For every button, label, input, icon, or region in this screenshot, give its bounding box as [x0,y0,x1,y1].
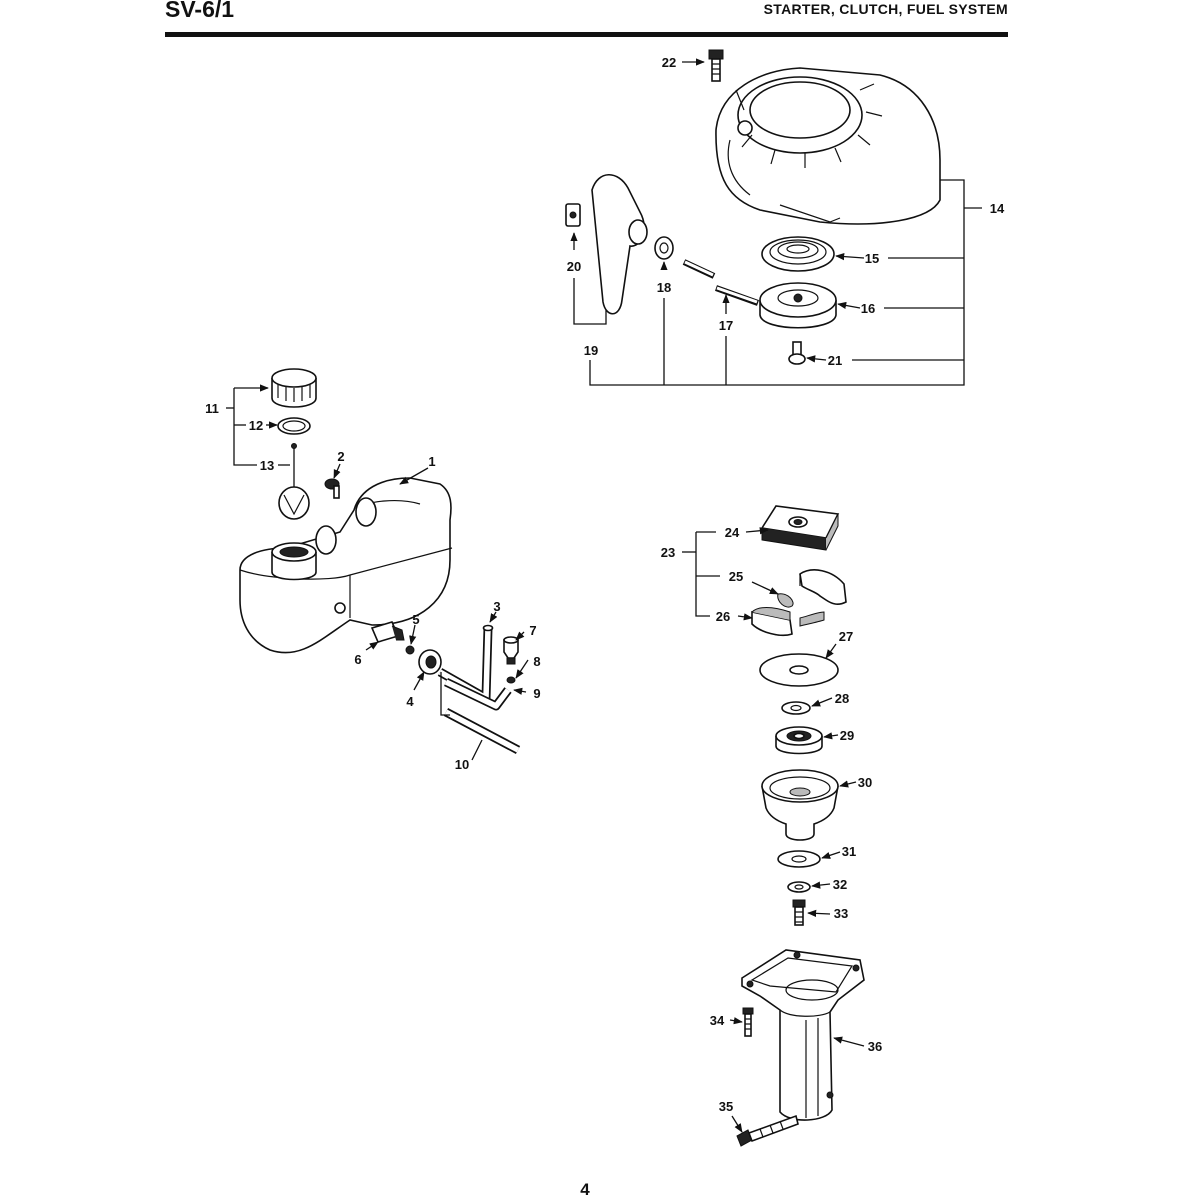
callout-33: 33 [834,906,848,921]
part-21-screw [788,341,806,365]
callout-20: 20 [567,259,581,274]
part-6-fitting [370,621,405,643]
callout-7: 7 [529,623,536,638]
callout-1: 1 [428,454,435,469]
part-34-bolt [742,1007,754,1037]
callout-29: 29 [840,728,854,743]
callout-16: 16 [861,301,875,316]
callout-12: 12 [249,418,263,433]
fuel-system-group [239,368,521,754]
part-31-washer [777,850,821,868]
clutch-leader-lines [682,527,865,1133]
callout-25: 25 [729,569,743,584]
callout-35: 35 [719,1099,733,1114]
callout-3: 3 [493,599,500,614]
fuel-leader-lines [226,384,529,761]
callout-6: 6 [354,652,361,667]
part-7-strainer [503,636,519,665]
part-8-ring [506,676,516,684]
callout-28: 28 [835,691,849,706]
callout-30: 30 [858,775,872,790]
part-15-recoil-spring [761,236,835,272]
callout-5: 5 [412,612,419,627]
clutch-group [736,505,865,1147]
page-number: 4 [580,1180,590,1199]
starter-leader-lines [570,58,982,386]
callout-36: 36 [868,1039,882,1054]
part-29-bearing [775,726,823,755]
part-4-grommet [418,649,442,675]
part-5-o-ring [405,645,415,655]
callout-14: 14 [990,201,1005,216]
callout-26: 26 [716,609,730,624]
part-25-clutch-spring [777,569,847,608]
page-header: SV-6/1 STARTER, CLUTCH, FUEL SYSTEM [165,0,1008,37]
part-27-washer [759,653,839,687]
part-11-fuel-cap [271,368,317,408]
callout-4: 4 [406,694,414,709]
part-26-clutch-shoe [751,607,825,637]
part-32-washer [787,881,811,893]
callout-17: 17 [719,318,733,333]
callout-23: 23 [661,545,675,560]
callout-31: 31 [842,844,856,859]
callout-24: 24 [725,525,740,540]
callout-13: 13 [260,458,274,473]
part-16-reel [759,282,837,329]
callout-34: 34 [710,1013,725,1028]
part-18-grip-stopper [654,236,674,260]
part-36-clutch-housing [741,949,865,1121]
part-10-fuel-hose [443,708,521,754]
callout-21: 21 [828,353,842,368]
callout-19: 19 [584,343,598,358]
part-24-clutch-plate [760,505,840,551]
callout-10: 10 [455,757,469,772]
starter-group [565,49,941,365]
callout-2: 2 [337,449,344,464]
callout-9: 9 [533,686,540,701]
part-33-bolt [792,899,806,926]
part-30-clutch-drum [761,769,839,841]
callout-27: 27 [839,629,853,644]
callout-labels: 1 2 3 4 5 6 7 8 9 10 11 12 13 14 15 16 1… [205,55,1005,1114]
section-title: STARTER, CLUTCH, FUEL SYSTEM [763,1,1008,17]
part-20-handle [565,173,648,315]
model-code: SV-6/1 [165,0,235,22]
callout-32: 32 [833,877,847,892]
part-2-screw [324,478,340,499]
callout-11: 11 [205,401,219,416]
part-22-bolt [708,49,724,82]
part-13-fuel-filter [278,443,310,520]
callout-22: 22 [662,55,676,70]
part-35-bolt [736,1114,799,1147]
callout-8: 8 [533,654,540,669]
part-28-washer [781,701,811,715]
callout-15: 15 [865,251,879,266]
part-1-fuel-tank [239,477,453,654]
part-9-return-pipe [444,677,512,711]
callout-18: 18 [657,280,671,295]
part-14-starter-case [715,67,941,225]
